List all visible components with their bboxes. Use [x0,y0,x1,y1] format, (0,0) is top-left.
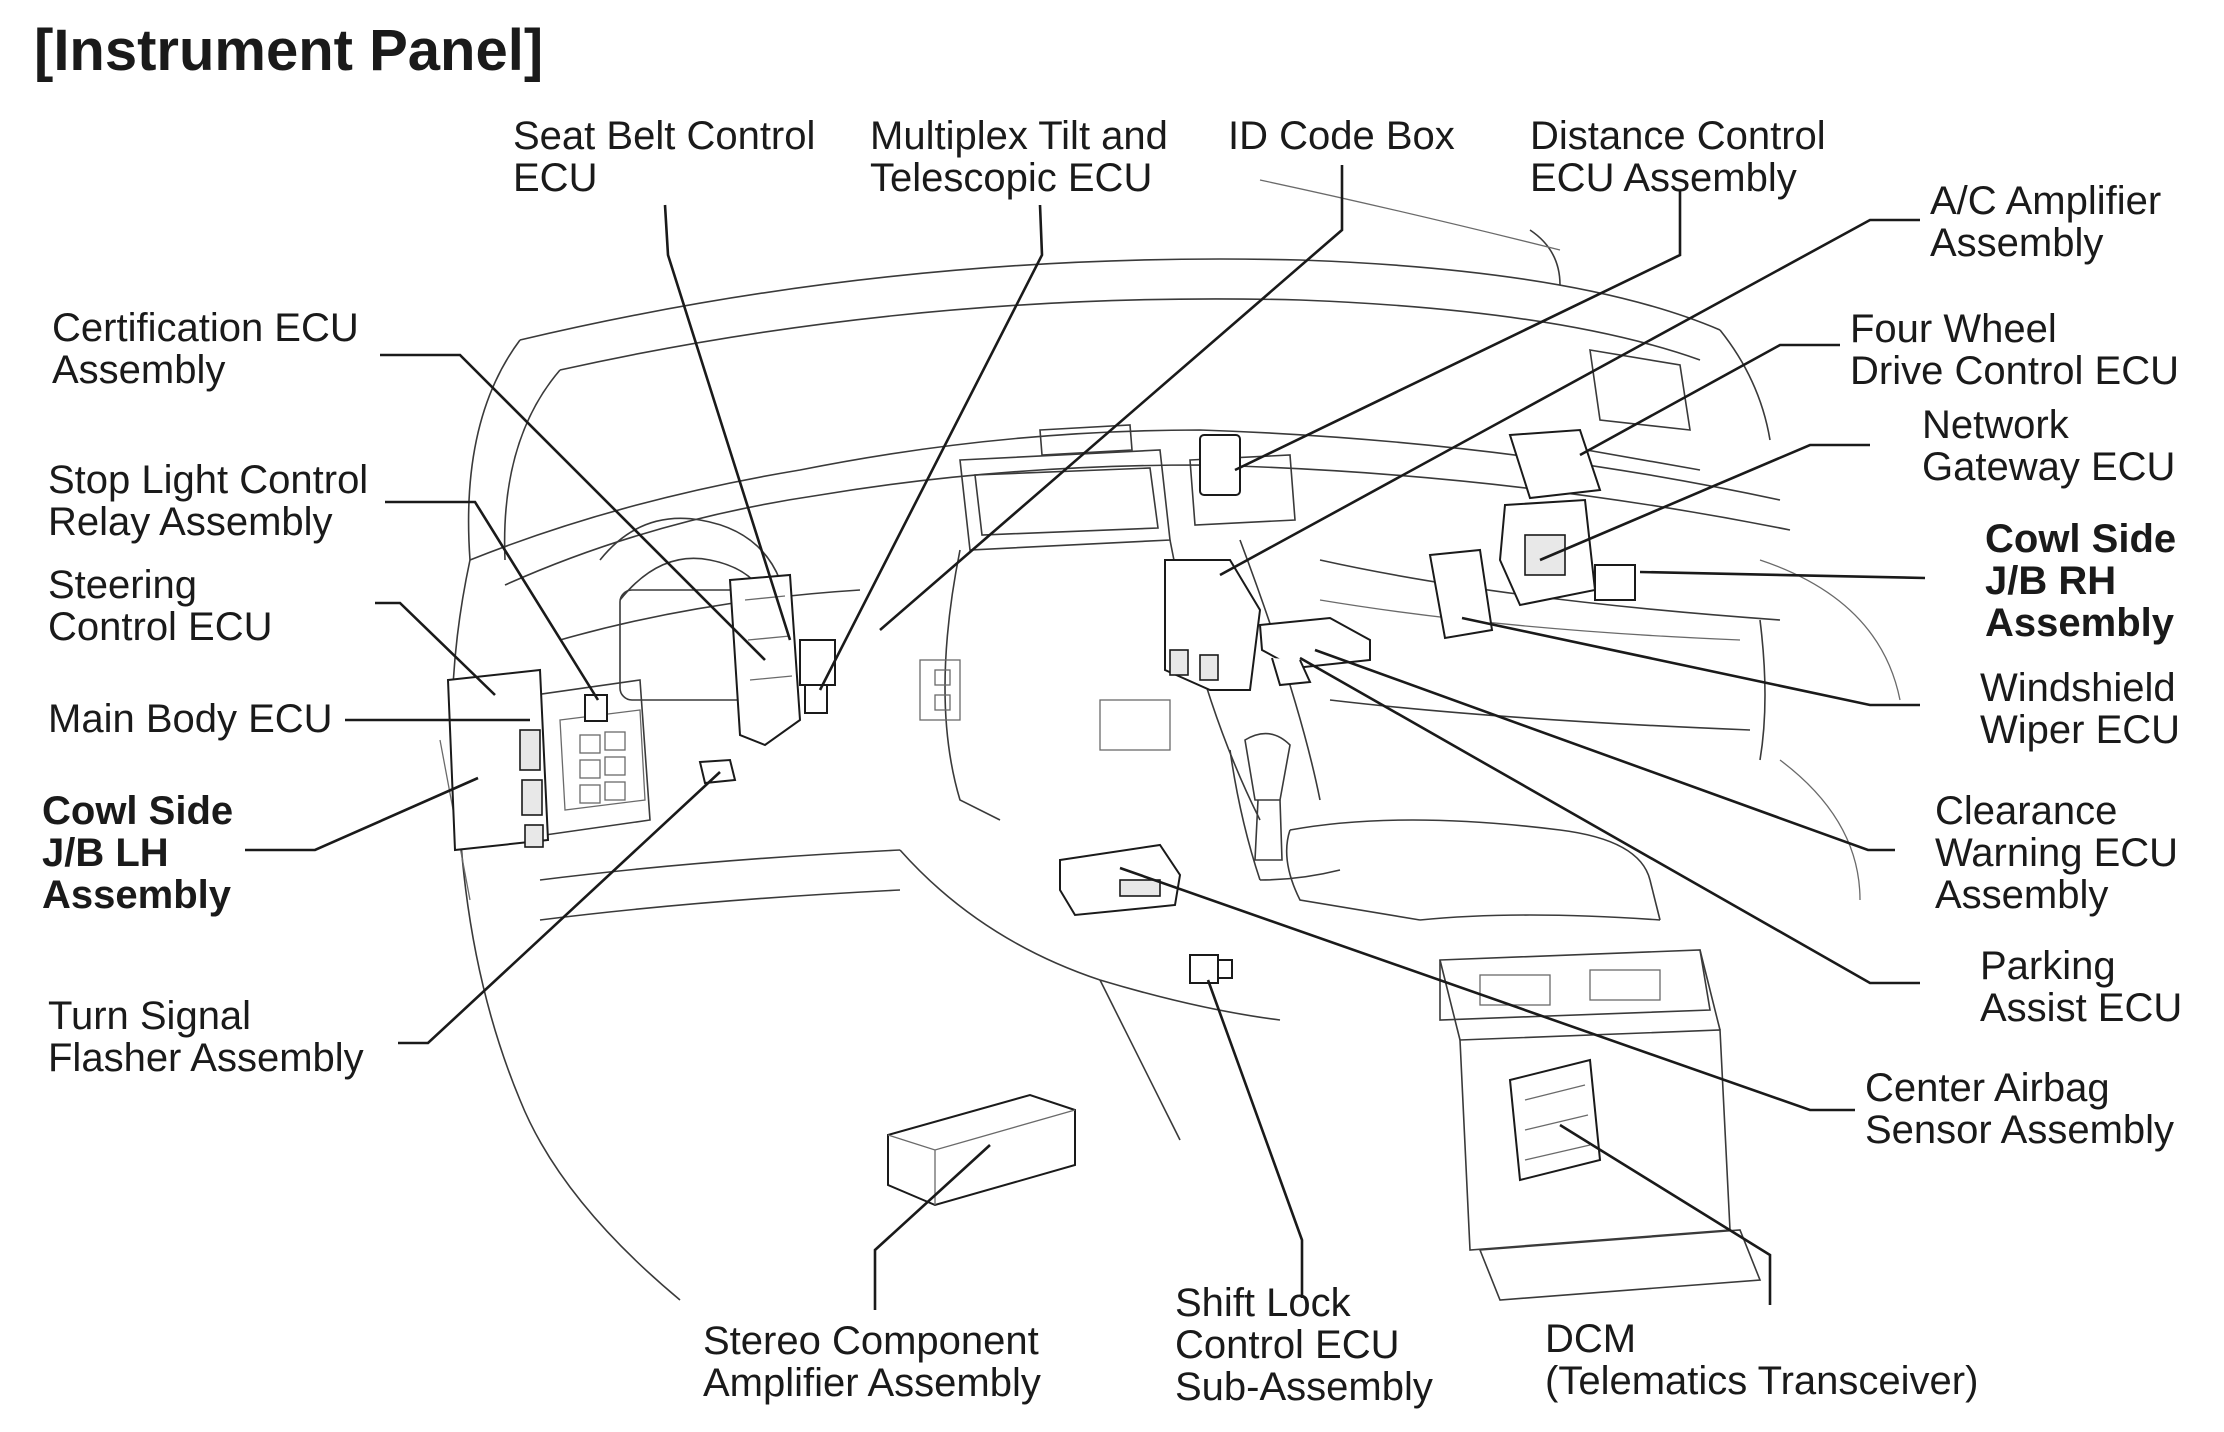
label-stop-light-control-relay: Stop Light Control Relay Assembly [48,459,368,543]
label-line: Assembly [42,873,231,917]
label-distance-control-ecu: Distance Control ECU Assembly [1530,115,1826,199]
label-line: Telescopic ECU [870,156,1153,200]
dashboard-outline [439,179,1901,1301]
label-line: Control ECU [1175,1323,1400,1367]
components [446,428,1636,1207]
label-parking-assist-ecu: Parking Assist ECU [1980,945,2182,1029]
label-windshield-wiper-ecu: Windshield Wiper ECU [1980,667,2180,751]
label-line: Distance Control [1530,114,1826,158]
label-line: Main Body ECU [48,697,333,741]
label-line: Cowl Side [1985,517,2177,561]
label-line: Amplifier Assembly [703,1361,1041,1405]
label-seat-belt-control-ecu: Seat Belt Control ECU [513,115,815,199]
label-line: (Telematics Transceiver) [1545,1359,1979,1403]
label-clearance-warning-ecu: Clearance Warning ECU Assembly [1935,790,2178,916]
label-line: Multiplex Tilt and [870,114,1168,158]
label-dcm-telematics: DCM (Telematics Transceiver) [1545,1318,1978,1402]
label-line: Warning ECU [1935,831,2179,875]
page-title: [Instrument Panel] [34,18,544,83]
label-turn-signal-flasher: Turn Signal Flasher Assembly [48,995,364,1079]
label-line: Gateway ECU [1922,445,2176,489]
label-line: Parking [1980,944,2116,988]
label-center-airbag-sensor: Center Airbag Sensor Assembly [1865,1067,2174,1151]
label-line: Windshield [1980,666,2176,710]
label-line: Shift Lock [1175,1281,1351,1325]
label-line: J/B LH [42,831,169,875]
label-line: Center Airbag [1865,1066,2110,1110]
label-line: Flasher Assembly [48,1036,364,1080]
label-stereo-component-amplifier: Stereo Component Amplifier Assembly [703,1320,1041,1404]
label-cowl-side-jb-rh: Cowl Side J/B RH Assembly [1985,518,2176,644]
label-line: Steering [48,563,197,607]
label-line: Assembly [52,348,226,392]
label-line: Wiper ECU [1980,708,2181,752]
label-four-wheel-drive-ecu: Four Wheel Drive Control ECU [1850,308,2179,392]
label-shift-lock-control-ecu: Shift Lock Control ECU Sub-Assembly [1175,1282,1433,1408]
label-line: ID Code Box [1228,114,1455,158]
label-line: Stop Light Control [48,458,369,502]
label-line: Certification ECU [52,306,359,350]
label-line: ECU [513,156,598,200]
label-line: Seat Belt Control [513,114,816,158]
label-line: Assembly [1985,601,2174,645]
label-line: Assembly [1930,221,2104,265]
label-id-code-box: ID Code Box [1228,115,1455,157]
label-network-gateway-ecu: Network Gateway ECU [1922,404,2175,488]
leader-lines [245,165,1926,1310]
label-line: Clearance [1935,789,2118,833]
label-line: Sensor Assembly [1865,1108,2175,1152]
label-line: Turn Signal [48,994,252,1038]
label-line: J/B RH [1985,559,2117,603]
label-line: Four Wheel [1850,307,2057,351]
label-line: Drive Control ECU [1850,349,2179,393]
label-line: A/C Amplifier [1930,179,2162,223]
label-certification-ecu: Certification ECU Assembly [52,307,359,391]
label-line: Control ECU [48,605,273,649]
label-ac-amplifier-assembly: A/C Amplifier Assembly [1930,180,2161,264]
label-line: Relay Assembly [48,500,333,544]
label-line: Assist ECU [1980,986,2183,1030]
label-line: Network [1922,403,2069,447]
label-line: Sub-Assembly [1175,1365,1433,1409]
label-steering-control-ecu: Steering Control ECU [48,564,273,648]
label-line: Stereo Component [703,1319,1039,1363]
label-multiplex-tilt-telescopic-ecu: Multiplex Tilt and Telescopic ECU [870,115,1168,199]
label-line: ECU Assembly [1530,156,1797,200]
label-line: Assembly [1935,873,2109,917]
label-cowl-side-jb-lh: Cowl Side J/B LH Assembly [42,790,233,916]
label-main-body-ecu: Main Body ECU [48,698,333,740]
label-line: Cowl Side [42,789,234,833]
label-line: DCM [1545,1317,1637,1361]
